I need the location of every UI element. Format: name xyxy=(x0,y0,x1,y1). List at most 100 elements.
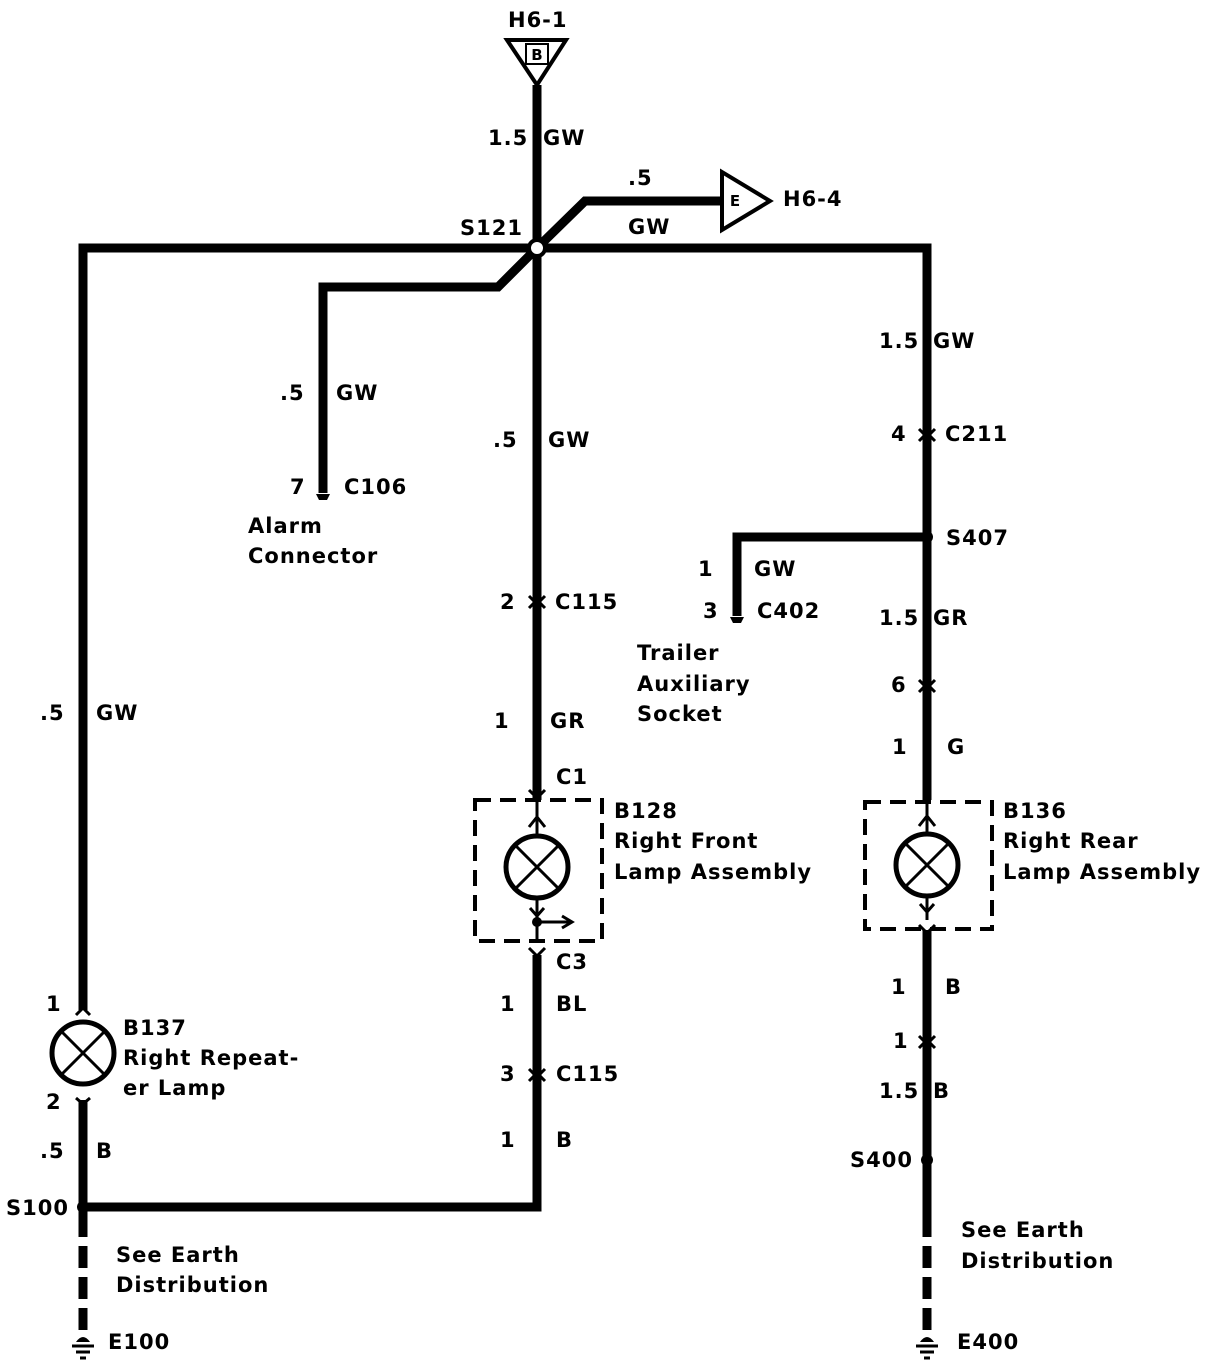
wire-label-size: .5 xyxy=(493,428,518,452)
ground-e400-label: E400 xyxy=(957,1330,1020,1354)
b128-line1: Right Front xyxy=(614,829,759,853)
wire-alarm-branch xyxy=(318,244,541,493)
wire-label-size: 1.5 xyxy=(879,329,920,353)
wire-label-color: GW xyxy=(336,381,379,405)
connector-h6-4: E xyxy=(720,168,774,234)
b136-id: B136 xyxy=(1003,799,1067,823)
wire-label-size: 1.5 xyxy=(879,606,920,630)
b136-terminal xyxy=(917,923,937,936)
earth-note-right-1: See Earth xyxy=(961,1218,1085,1242)
b128-lamp-cross xyxy=(513,843,561,891)
b128-id: B128 xyxy=(614,799,678,823)
wire-label-color: GR xyxy=(933,606,969,630)
connector-c211 xyxy=(917,427,937,443)
earth-note-left-2: Distribution xyxy=(116,1273,270,1297)
ground-e400-icon xyxy=(916,1337,938,1360)
wire-label-size: .5 xyxy=(40,1139,65,1163)
alarm-label: Alarm xyxy=(248,514,323,538)
connector-id: C402 xyxy=(757,599,821,623)
connector-c115-pin2 xyxy=(527,594,547,610)
b137-line1: Right Repeat- xyxy=(123,1046,300,1070)
wire-label-color: B xyxy=(933,1079,951,1103)
wire-label-size: 1 xyxy=(494,709,510,733)
wire-label-color: G xyxy=(947,735,966,759)
trailer-label-3: Socket xyxy=(637,702,723,726)
wire-label-size: 1 xyxy=(500,1128,516,1152)
earth-note-left-1: See Earth xyxy=(116,1243,240,1267)
connector-h6-4-pin: E xyxy=(730,192,740,210)
pin-number: 2 xyxy=(46,1090,62,1114)
splice-s121 xyxy=(527,238,547,258)
connector-c115-pin3 xyxy=(527,1067,547,1083)
wire-label-size: 1 xyxy=(892,735,908,759)
wire-label-color: B xyxy=(556,1128,574,1152)
b128-arrow-icon xyxy=(537,914,575,930)
c1-terminal xyxy=(527,788,547,801)
wire-h6-4-branch xyxy=(533,196,722,252)
b128-node xyxy=(532,917,542,927)
pin-number: 3 xyxy=(500,1062,516,1086)
b137-line2: er Lamp xyxy=(123,1076,227,1100)
wire-label-color: GW xyxy=(96,701,139,725)
b136-lamp-cross xyxy=(903,841,951,889)
s121-label: S121 xyxy=(460,216,523,240)
splice-s100 xyxy=(77,1201,89,1213)
wire-label-color: B xyxy=(945,975,963,999)
wire-label-size: 1.5 xyxy=(488,126,529,150)
wire-label-color: GW xyxy=(628,215,671,239)
pin-number: 1 xyxy=(46,992,62,1016)
connector-h6-1-pin: B xyxy=(531,46,542,64)
alarm-label-2: Connector xyxy=(248,544,379,568)
b136-line1: Right Rear xyxy=(1003,829,1139,853)
wire-label-color: GW xyxy=(543,126,586,150)
s407-label: S407 xyxy=(946,526,1009,550)
pin-number: 4 xyxy=(891,422,907,446)
connector-pin1-rear xyxy=(917,1034,937,1050)
splice-s407 xyxy=(921,531,933,543)
wire-label-size: 1 xyxy=(500,992,516,1016)
h6-1-label: H6-1 xyxy=(508,8,568,32)
connector-id: C211 xyxy=(945,422,1009,446)
pin-number: 3 xyxy=(703,599,719,623)
wire-label-size: .5 xyxy=(280,381,305,405)
wire-label-color: GW xyxy=(548,428,591,452)
b137-id: B137 xyxy=(123,1016,187,1040)
ground-e100-label: E100 xyxy=(108,1330,171,1354)
trailer-label-2: Auxiliary xyxy=(637,672,751,696)
b128-leads xyxy=(527,800,547,940)
wire-label-size: 1 xyxy=(891,975,907,999)
connector-h6-1: B xyxy=(503,38,570,89)
b137-lamp-cross xyxy=(59,1029,107,1077)
trailer-label-1: Trailer xyxy=(637,641,720,665)
s100-label: S100 xyxy=(6,1196,69,1220)
b136-leads xyxy=(917,800,937,920)
wire-label-color: B xyxy=(96,1139,114,1163)
connector-id: C3 xyxy=(556,950,589,974)
wire-front-lower xyxy=(83,955,542,1212)
connector-id: C1 xyxy=(556,765,589,789)
wire-trailer-branch xyxy=(732,532,927,616)
s400-label: S400 xyxy=(850,1148,913,1172)
pin-number: 1 xyxy=(893,1029,909,1053)
h6-4-label: H6-4 xyxy=(783,187,843,211)
b128-line2: Lamp Assembly xyxy=(614,860,813,884)
pin-c106-terminal xyxy=(316,494,330,500)
pin-number: 7 xyxy=(290,475,306,499)
pin-number: 2 xyxy=(500,590,516,614)
wire-label-size: .5 xyxy=(40,701,65,725)
connector-id: C115 xyxy=(556,1062,620,1086)
c3-terminal xyxy=(527,946,547,959)
wire-horizontal-bus xyxy=(78,243,932,1010)
wire-label-color: GW xyxy=(933,329,976,353)
pin-number: 6 xyxy=(891,673,907,697)
earth-note-right-2: Distribution xyxy=(961,1249,1115,1273)
connector-id: C106 xyxy=(344,475,408,499)
b136-line2: Lamp Assembly xyxy=(1003,860,1202,884)
ground-e100-icon xyxy=(72,1337,94,1360)
connector-id: C115 xyxy=(555,590,619,614)
wire-label-color: GW xyxy=(754,557,797,581)
wire-label-color: GR xyxy=(550,709,586,733)
wire-label-size: .5 xyxy=(628,166,653,190)
splice-s400 xyxy=(921,1154,933,1166)
